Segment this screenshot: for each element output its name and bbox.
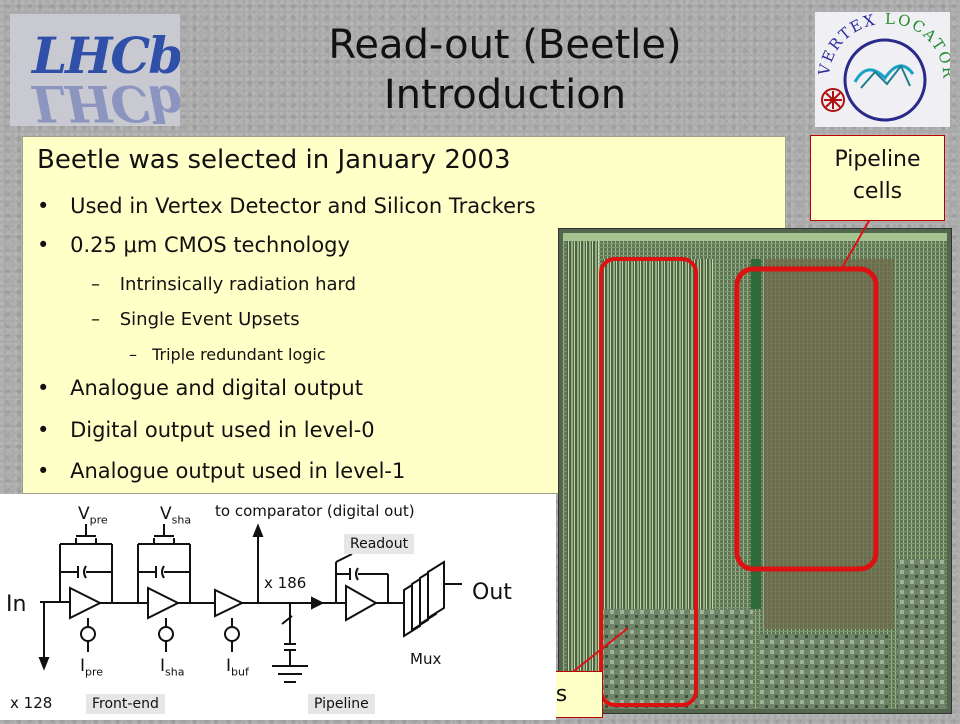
readout-tag: Readout <box>344 534 415 554</box>
content-heading: Beetle was selected in January 2003 <box>37 145 511 175</box>
x186-label: x 186 <box>264 574 307 592</box>
pipeline-cells-label: Pipeline cells <box>810 135 945 221</box>
v-sha-label: Vsha <box>160 504 192 527</box>
bullet-text: Used in Vertex Detector and Silicon Trac… <box>70 194 536 218</box>
bullet-dot: • <box>37 233 50 257</box>
to-comparator-label: to comparator (digital out) <box>215 502 415 520</box>
vertex-locator-logo: VERTEX LOCATOR <box>815 10 956 127</box>
vertex-locator-logo-graphic: VERTEX LOCATOR <box>815 10 956 122</box>
sub-sub-bullet-dash: – <box>129 345 137 364</box>
bullet-dot: • <box>37 418 50 442</box>
v-pre-label: Vpre <box>78 504 108 527</box>
circuit-schematic: Vpre Vsha to comparator (digital out) Re… <box>0 494 556 720</box>
sub-bullet-dash: – <box>91 309 100 330</box>
sub-sub-bullet-item: – Triple redundant logic <box>129 345 326 364</box>
sub-bullet-dash: – <box>91 274 100 295</box>
bullet-text: Digital output used in level-0 <box>70 418 375 442</box>
i-buf-label: Ibuf <box>226 656 249 679</box>
bullet-item: • 0.25 μm CMOS technology <box>37 233 350 257</box>
sub-bullet-item: – Intrinsically radiation hard <box>91 274 356 295</box>
bullet-text: Analogue and digital output <box>70 376 363 400</box>
sub-bullet-text: Intrinsically radiation hard <box>119 274 357 295</box>
in-label: In <box>6 592 27 617</box>
slide-title-line1: Read-out (Beetle) <box>328 22 682 68</box>
bullet-text: 0.25 μm CMOS technology <box>70 233 350 257</box>
pipeline-tag: Pipeline <box>308 694 375 714</box>
bullet-dot: • <box>37 376 50 400</box>
schematic-drawing <box>38 523 462 683</box>
bullet-dot: • <box>37 194 50 218</box>
sub-bullet-text: Single Event Upsets <box>119 309 300 330</box>
pipeline-cells-line1: Pipeline <box>834 147 921 172</box>
lhcb-logo: LHCb LHCb <box>10 14 180 126</box>
lhcb-logo-text: LHCb <box>32 26 180 85</box>
bullet-item: • Digital output used in level-0 <box>37 418 375 442</box>
bullet-text: Analogue output used in level-1 <box>70 459 406 483</box>
sub-sub-bullet-text: Triple redundant logic <box>152 345 326 364</box>
bullet-item: • Used in Vertex Detector and Silicon Tr… <box>37 194 536 218</box>
bullet-item: • Analogue and digital output <box>37 376 363 400</box>
bullet-item: • Analogue output used in level-1 <box>37 459 405 483</box>
bullet-dot: • <box>37 459 50 483</box>
mux-label: Mux <box>410 650 442 668</box>
x128-label: x 128 <box>10 694 53 712</box>
sub-bullet-item: – Single Event Upsets <box>91 309 300 330</box>
front-end-tag: Front-end <box>86 694 165 714</box>
slide-title-line2: Introduction <box>383 72 627 118</box>
out-label: Out <box>472 580 512 605</box>
i-pre-label: Ipre <box>80 656 104 679</box>
slide-title: Read-out (Beetle) Introduction <box>210 20 800 120</box>
pipeline-cells-line2: cells <box>852 179 903 204</box>
i-sha-label: Isha <box>160 656 185 679</box>
